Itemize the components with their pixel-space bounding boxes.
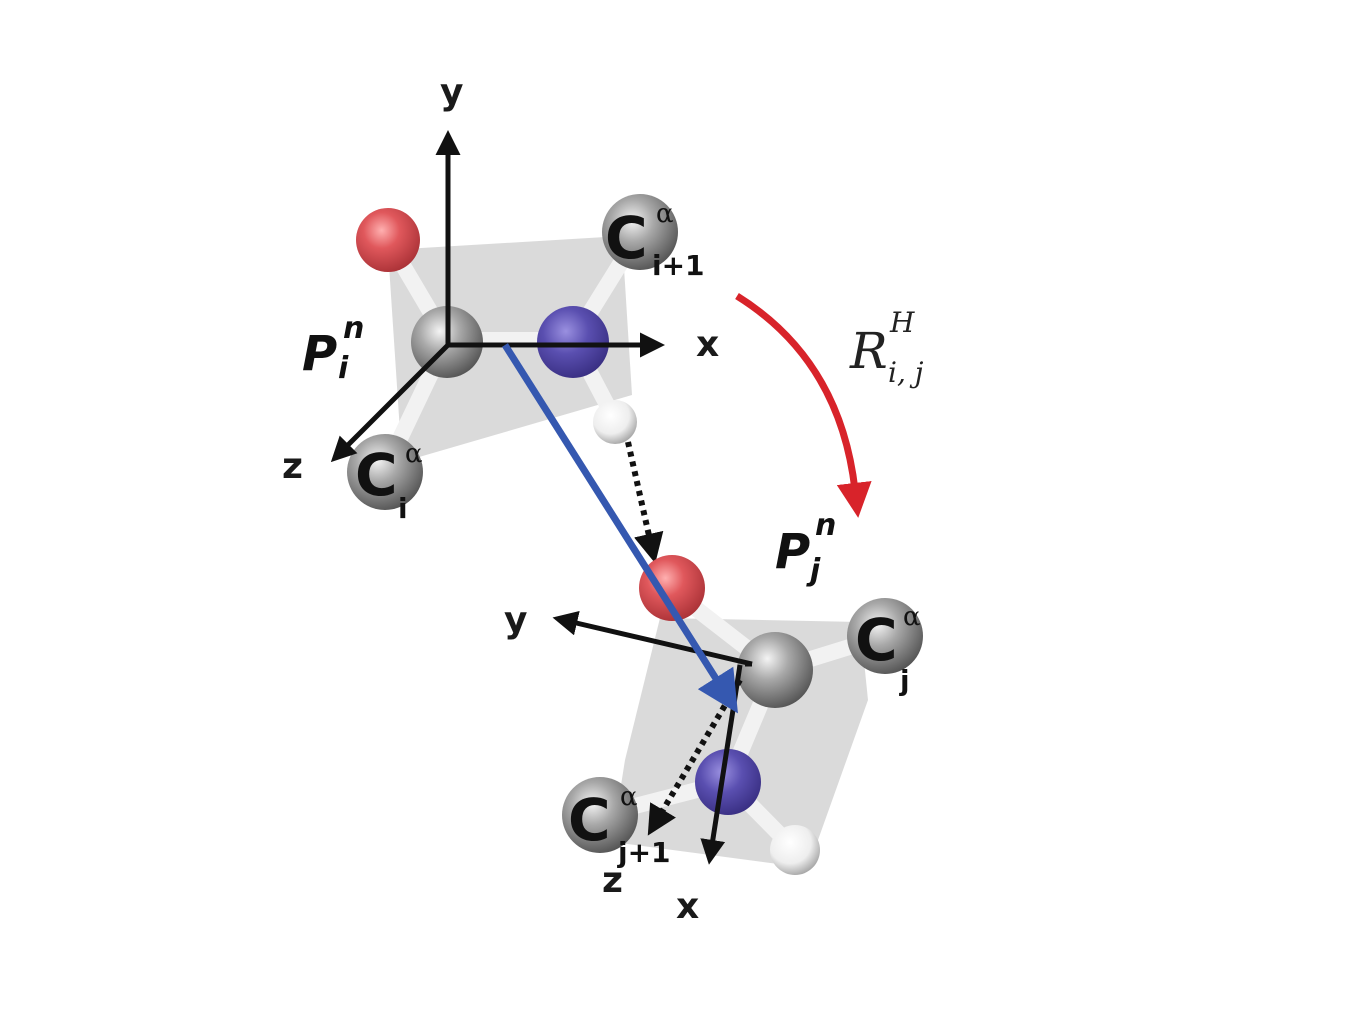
calpha-j-sup: α — [903, 602, 921, 632]
oxygen-atom-j — [639, 555, 705, 621]
peptide-plane-i: y x z P n i C α i C α i+1 — [282, 72, 719, 525]
hydrogen-atom-i — [593, 400, 637, 444]
hydrogen-atom-j — [770, 825, 820, 875]
hydrogen-bond-arrow — [625, 441, 664, 564]
calpha-i-sub: i — [398, 492, 408, 525]
rotation-sub: i, j — [888, 356, 924, 389]
axis-y-j — [552, 610, 753, 667]
calpha-i1-sup: α — [656, 199, 674, 229]
calpha-atom-j — [847, 598, 923, 674]
plane-j-sub: j — [806, 553, 821, 588]
axis-z-j — [647, 678, 743, 836]
calpha-j-label: C — [855, 606, 898, 674]
axis-z-j-label: z — [602, 860, 623, 901]
rotation-label: R — [849, 322, 888, 380]
plane-j-label: P — [775, 524, 810, 580]
calpha-i1-label: C — [605, 204, 648, 272]
axis-y-j-label: y — [504, 600, 527, 641]
plane-j-sup: n — [815, 508, 836, 543]
calpha-j1-sup: α — [620, 782, 638, 812]
calpha-i1-sub: i+1 — [652, 249, 705, 282]
calpha-j-sub: j — [899, 664, 910, 697]
calpha-atom-i — [347, 434, 423, 510]
plane-i-sub: i — [338, 351, 349, 386]
nitrogen-atom-j — [695, 749, 761, 815]
rotation-sup: H — [889, 306, 915, 339]
translation-vector — [502, 343, 738, 714]
peptide-plane-j: y x z P n j C α j C α j+1 — [504, 508, 923, 927]
carbon-atom-j — [737, 632, 813, 708]
axis-x-j-label: x — [676, 886, 699, 927]
axis-z-i — [330, 343, 450, 463]
calpha-j1-label: C — [568, 786, 611, 854]
axis-y-i-label: y — [440, 72, 463, 113]
rotation-arrow: R H i, j — [735, 293, 924, 518]
calpha-atom-j1 — [562, 777, 638, 853]
plane-i-label: P — [302, 326, 337, 382]
calpha-i-label: C — [355, 441, 398, 509]
axis-z-i-label: z — [282, 446, 303, 487]
axis-x-i-label: x — [696, 324, 719, 365]
calpha-j1-sub: j+1 — [617, 836, 671, 869]
calpha-i-sup: α — [405, 439, 423, 469]
calpha-atom-i1 — [602, 194, 678, 270]
axes-i — [330, 130, 665, 463]
nitrogen-atom-i — [537, 306, 609, 378]
oxygen-atom-i — [356, 208, 420, 272]
plane-i-sup: n — [343, 311, 364, 346]
